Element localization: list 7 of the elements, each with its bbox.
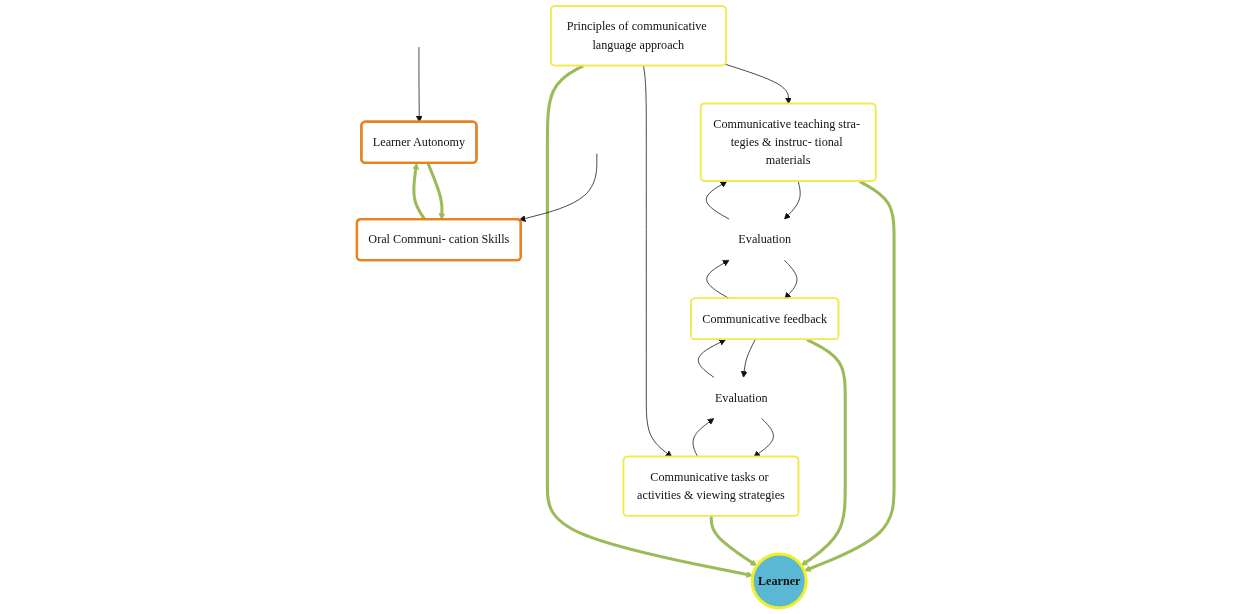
node-text: Evaluation bbox=[738, 232, 792, 246]
node-text: Evaluation bbox=[714, 391, 768, 405]
arrow bbox=[426, 162, 446, 220]
arrow bbox=[709, 516, 758, 567]
arrow bbox=[801, 338, 847, 566]
node-circle: Learner bbox=[750, 552, 808, 610]
arrow bbox=[803, 180, 896, 572]
